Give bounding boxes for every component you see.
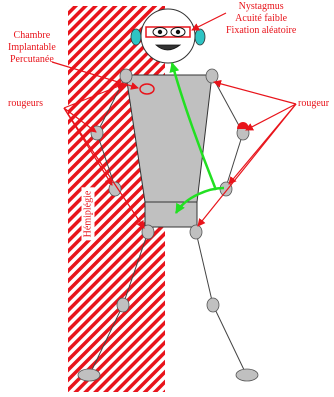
- shoulder-left: [120, 69, 132, 83]
- pelvis: [145, 202, 197, 227]
- rougeur-spot-right-elbow: [237, 122, 249, 129]
- nystagmus-line-3: Fixation aléatoire: [226, 25, 296, 37]
- ear-right: [195, 29, 205, 45]
- foot-right: [236, 369, 258, 381]
- ear-left: [131, 29, 141, 45]
- chambre-line-1: Chambre: [8, 30, 56, 42]
- knee-right: [207, 298, 219, 312]
- rougeurs-left-label: rougeurs: [8, 98, 43, 110]
- nystagmus-label: Nystagmus Acuité faible Fixation aléatoi…: [226, 1, 296, 37]
- rougeur-right-label: rougeur: [298, 98, 329, 110]
- chambre-label: Chambre Implantable Percutanée: [8, 30, 56, 66]
- nystagmus-line-1: Nystagmus: [226, 1, 296, 13]
- chambre-line-2: Implantable: [8, 42, 56, 54]
- hip-right: [190, 225, 202, 239]
- knee-left: [117, 298, 129, 312]
- shoulder-right: [206, 69, 218, 83]
- nystagmus-line-2: Acuité faible: [226, 13, 296, 25]
- face: [141, 9, 195, 63]
- foot-left: [78, 369, 100, 381]
- chambre-line-3: Percutanée: [8, 54, 56, 66]
- elbow-left: [91, 126, 103, 140]
- hemiplegie-label: Hémiplégie: [82, 188, 95, 241]
